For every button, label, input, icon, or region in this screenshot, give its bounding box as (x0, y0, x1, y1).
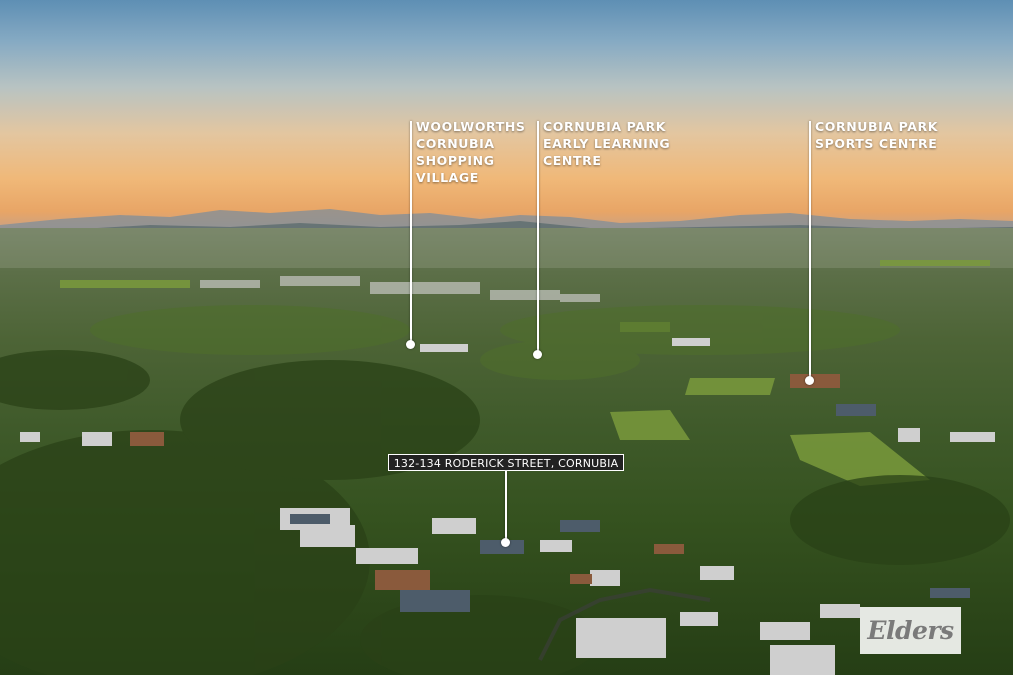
logo-wordmark: Elders (867, 616, 954, 645)
poi-label-early-learning: CORNUBIA PARK EARLY LEARNING CENTRE (543, 119, 671, 168)
property-address-label: 132-134 RODERICK STREET, CORNUBIA (388, 454, 624, 471)
property-pin-line (505, 471, 507, 541)
poi-pin-line (537, 121, 539, 354)
poi-pin-marker (805, 376, 814, 385)
poi-label-woolworths: WOOLWORTHS CORNUBIA SHOPPING VILLAGE (416, 119, 526, 185)
elders-logo: Elders (860, 607, 961, 654)
poi-pin-line (410, 121, 412, 345)
property-pin-marker (501, 538, 510, 547)
poi-pin-marker (406, 340, 415, 349)
poi-pin-line (809, 121, 811, 377)
poi-pin-marker (533, 350, 542, 359)
poi-label-sports-centre: CORNUBIA PARK SPORTS CENTRE (815, 119, 939, 151)
sky (0, 0, 1013, 230)
